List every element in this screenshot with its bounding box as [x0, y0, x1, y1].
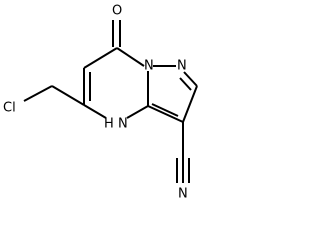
chemical-structure-diagram: O Cl N N N H N [3, 4, 198, 202]
atom-oxygen: O [112, 4, 122, 19]
atom-ring-nitrogen-bridgehead: N [144, 59, 154, 74]
bond-c7-n8 [116, 47, 145, 67]
bond-c3-c3a [147, 105, 184, 123]
bond-c2-c3 [182, 85, 198, 123]
bond-c3-c3a-inner [151, 103, 179, 117]
atom-chlorine: Cl [3, 101, 16, 116]
bond-ch2-cl [23, 85, 53, 102]
bond-nh-c3a [126, 105, 149, 119]
bond-c5-ch2 [51, 85, 85, 106]
atom-nitrile-nitrogen: N [178, 187, 188, 202]
atom-nh-nitrogen: N [118, 117, 128, 132]
bond-layer [23, 20, 198, 183]
bond-n1-c2 [183, 71, 198, 87]
atom-label-layer: O Cl N N N H N [3, 4, 188, 202]
bond-n1-c2-inner [179, 77, 192, 91]
bond-c5-nh [83, 104, 107, 119]
atom-nh-hydrogen: H [104, 117, 114, 132]
bond-c7-c6 [83, 47, 118, 69]
atom-ring-nitrogen-pyrazole: N [177, 59, 187, 74]
